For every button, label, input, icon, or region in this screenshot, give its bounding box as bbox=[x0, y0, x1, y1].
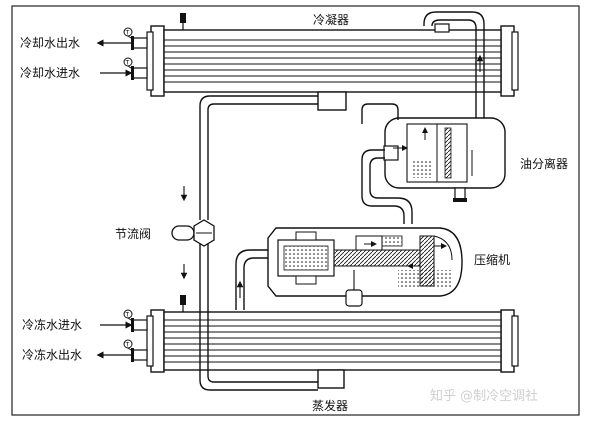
cooling-water-nozzles bbox=[131, 36, 148, 80]
separator-compressor-pipe bbox=[361, 103, 413, 224]
throttle-valve-label: 节流阀 bbox=[115, 227, 151, 241]
evaporator-temp-gauge-in bbox=[123, 309, 135, 323]
gauge-symbol: T bbox=[125, 342, 130, 349]
compressor-label: 压缩机 bbox=[474, 252, 510, 267]
gauge-symbol: T bbox=[125, 312, 130, 319]
condenser bbox=[146, 13, 519, 111]
evaporator-top-valve-icon bbox=[180, 295, 186, 305]
compressor bbox=[267, 227, 463, 307]
condenser-top-valve-icon bbox=[180, 13, 186, 23]
diagram-frame bbox=[11, 5, 580, 416]
condenser-label: 冷凝器 bbox=[313, 12, 349, 27]
condenser-temp-gauge-in bbox=[123, 57, 135, 71]
chilled-water-out-label: 冷冻水出水 bbox=[22, 347, 82, 362]
evaporator-inlet-pipe bbox=[199, 308, 318, 391]
oil-separator bbox=[383, 117, 506, 202]
evaporator-tube-bundle bbox=[164, 319, 501, 363]
watermark: 知乎 @制冷空调社 bbox=[430, 388, 538, 404]
evaporator-label: 蒸发器 bbox=[312, 398, 348, 413]
chilled-water-nozzles bbox=[131, 318, 148, 362]
condenser-temp-gauge-out bbox=[123, 27, 135, 41]
liquid-line-pipe bbox=[180, 95, 318, 308]
condenser-tube-bundle bbox=[164, 39, 501, 83]
cooling-water-out-label: 冷却水出水 bbox=[20, 36, 80, 50]
suction-pipe bbox=[235, 249, 268, 310]
discharge-pipe bbox=[423, 11, 485, 118]
chilled-water-in-label: 冷冻水进水 bbox=[22, 317, 82, 332]
evaporator-temp-gauge-out bbox=[123, 339, 135, 353]
throttle-valve bbox=[171, 219, 215, 247]
gauge-symbol: T bbox=[125, 30, 130, 37]
evaporator bbox=[146, 295, 519, 389]
oil-separator-label: 油分离器 bbox=[520, 156, 568, 171]
cooling-water-in-label: 冷却水进水 bbox=[20, 66, 80, 80]
gauge-symbol: T bbox=[125, 60, 130, 67]
